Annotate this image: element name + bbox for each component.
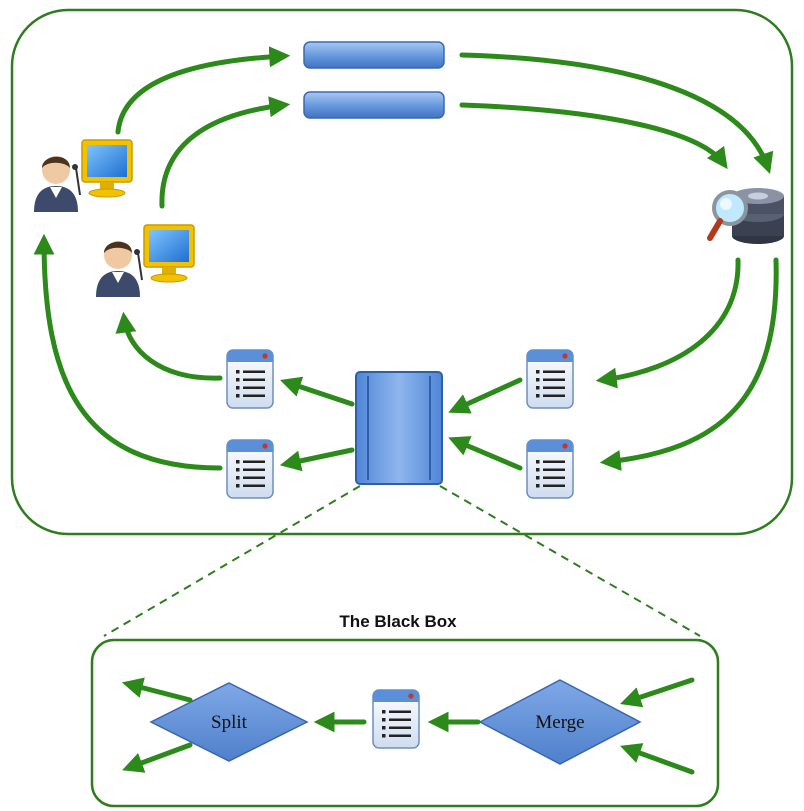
user-workstation-icon [33, 139, 133, 213]
flow-arrow [599, 257, 779, 471]
flow-arrow [595, 257, 741, 389]
user-workstation-icon [95, 224, 195, 298]
black-box-title: The Black Box [339, 612, 457, 631]
flow-arrow [459, 52, 774, 174]
document-icon [226, 439, 274, 499]
zoom-line [439, 485, 701, 637]
document-icon [226, 349, 274, 409]
document-icon [526, 439, 574, 499]
flow-arrow [620, 677, 695, 708]
message-queue-icon [303, 91, 445, 119]
flow-arrow [459, 102, 728, 170]
flow-arrow [448, 377, 523, 414]
zoom-line [103, 485, 361, 637]
flow-arrow [121, 677, 193, 703]
flow-arrow [620, 743, 695, 775]
system-frame [10, 8, 794, 536]
message-queue-icon [303, 41, 445, 69]
flow-arrow [159, 96, 291, 209]
flow-arrow [448, 436, 523, 471]
document-icon [372, 689, 420, 749]
flow-arrow [115, 311, 223, 381]
database-search-icon [707, 188, 784, 244]
flow-arrow [122, 742, 193, 773]
flow-arrow [33, 233, 223, 471]
merge-label: Merge [535, 712, 584, 733]
flow-arrow [115, 46, 291, 135]
split-label: Split [211, 712, 248, 733]
document-icon [526, 349, 574, 409]
merge-node: Merge [478, 679, 642, 765]
flow-arrow [279, 447, 355, 472]
flow-arrow [280, 376, 355, 407]
black-box-processor-icon [355, 371, 443, 485]
black-box-frame [90, 638, 720, 808]
